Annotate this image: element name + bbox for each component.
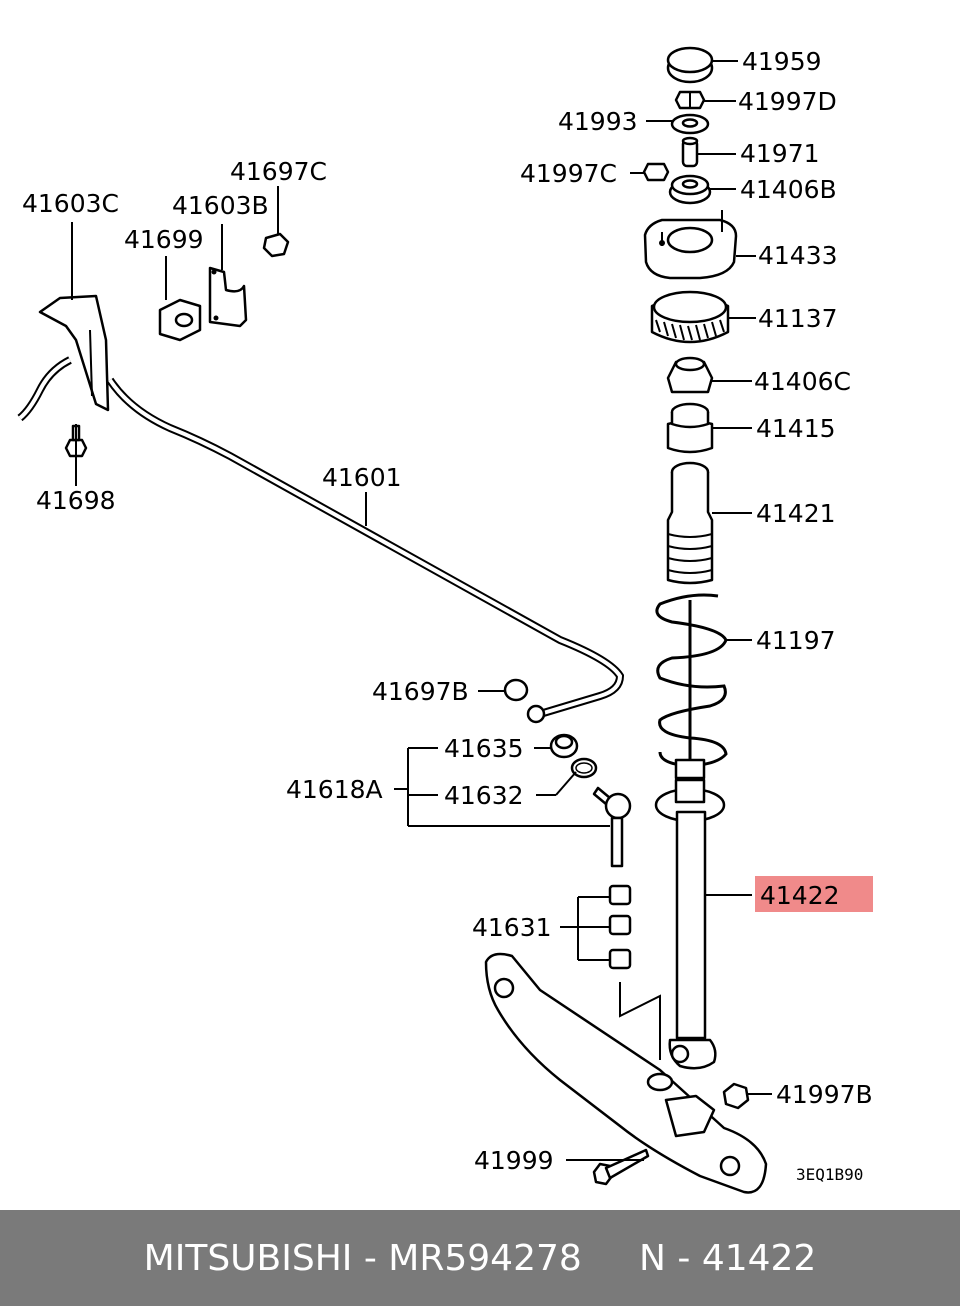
part-41433-upper-mount[interactable] — [643, 210, 738, 280]
label-41697B[interactable]: 41697B — [372, 677, 469, 706]
label-41137[interactable]: 41137 — [758, 304, 838, 333]
footer-bar: MITSUBISHI - MR594278 N - 41422 — [0, 1210, 960, 1306]
label-41631[interactable]: 41631 — [472, 913, 552, 942]
part-41603B-clamp[interactable] — [208, 266, 248, 328]
part-41697B-bushing[interactable] — [503, 678, 529, 702]
part-41632-ring[interactable] — [570, 757, 598, 779]
part-41603C-bracket[interactable] — [38, 294, 110, 412]
label-41603B[interactable]: 41603B — [172, 191, 269, 220]
label-41997C[interactable]: 41997C — [520, 159, 617, 188]
part-41197-coil-spring[interactable] — [655, 593, 728, 790]
part-41971-collar[interactable] — [681, 136, 699, 168]
footer-separator: - — [352, 1237, 389, 1279]
callout-labels: 41959 41997D 41993 41971 41997C 41406B 4… — [22, 47, 873, 1184]
label-41632[interactable]: 41632 — [444, 781, 524, 810]
part-41997D-nut[interactable] — [674, 90, 706, 110]
lower-control-arm[interactable] — [484, 952, 768, 1194]
part-41406B-bushing[interactable] — [668, 174, 712, 205]
part-41999-bolt[interactable] — [592, 1148, 650, 1186]
part-41421-boot[interactable] — [666, 461, 714, 585]
part-41697C-nut[interactable] — [262, 232, 290, 258]
label-41422[interactable]: 41422 — [760, 881, 840, 910]
part-41631-bushings[interactable] — [608, 884, 632, 970]
footer-spacer — [582, 1238, 639, 1279]
part-41959-cap[interactable] — [666, 46, 714, 84]
part-41635-bushing[interactable] — [549, 733, 579, 759]
stabilizer-link-rod[interactable] — [592, 786, 632, 868]
footer-brand: MITSUBISHI — [143, 1237, 353, 1279]
footer-ref-prefix: N - — [639, 1237, 702, 1279]
part-41406C-bushing[interactable] — [666, 356, 714, 394]
part-41997C-nut[interactable] — [642, 162, 670, 182]
part-41993-washer[interactable] — [670, 113, 710, 135]
label-41415[interactable]: 41415 — [756, 414, 836, 443]
label-41699[interactable]: 41699 — [124, 225, 204, 254]
label-41406B[interactable]: 41406B — [740, 175, 837, 204]
label-41959[interactable]: 41959 — [742, 47, 822, 76]
label-41697C[interactable]: 41697C — [230, 157, 327, 186]
footer-part-number: MR594278 — [388, 1237, 582, 1279]
label-41997B[interactable]: 41997B — [776, 1080, 873, 1109]
footer-ref: 41422 — [701, 1237, 817, 1279]
label-41421[interactable]: 41421 — [756, 499, 836, 528]
part-41601-stabilizer-bar[interactable] — [17, 356, 625, 724]
part-41422-shock-absorber[interactable] — [654, 778, 726, 1070]
label-41406C[interactable]: 41406C — [754, 367, 851, 396]
label-41618A[interactable]: 41618A — [286, 775, 383, 804]
part-41997B-bolt[interactable] — [722, 1082, 750, 1110]
label-41997D[interactable]: 41997D — [738, 87, 837, 116]
label-41197[interactable]: 41197 — [756, 626, 836, 655]
highlight-box-41422 — [755, 876, 873, 912]
label-41635[interactable]: 41635 — [444, 734, 524, 763]
leader-lines — [71, 60, 772, 1161]
label-41698[interactable]: 41698 — [36, 486, 116, 515]
label-41433[interactable]: 41433 — [758, 241, 838, 270]
label-41993[interactable]: 41993 — [558, 107, 638, 136]
label-41971[interactable]: 41971 — [740, 139, 820, 168]
part-41137-spring-seat[interactable] — [650, 290, 730, 344]
diagram-code: 3EQ1B90 — [796, 1165, 863, 1184]
label-41999[interactable]: 41999 — [474, 1146, 554, 1175]
label-41601[interactable]: 41601 — [322, 463, 402, 492]
part-41415-cup[interactable] — [666, 402, 714, 454]
part-41699-bushing[interactable] — [158, 298, 202, 342]
exploded-parts-diagram: 41959 41997D 41993 41971 41997C 41406B 4… — [17, 46, 873, 1194]
label-41603C[interactable]: 41603C — [22, 189, 119, 218]
